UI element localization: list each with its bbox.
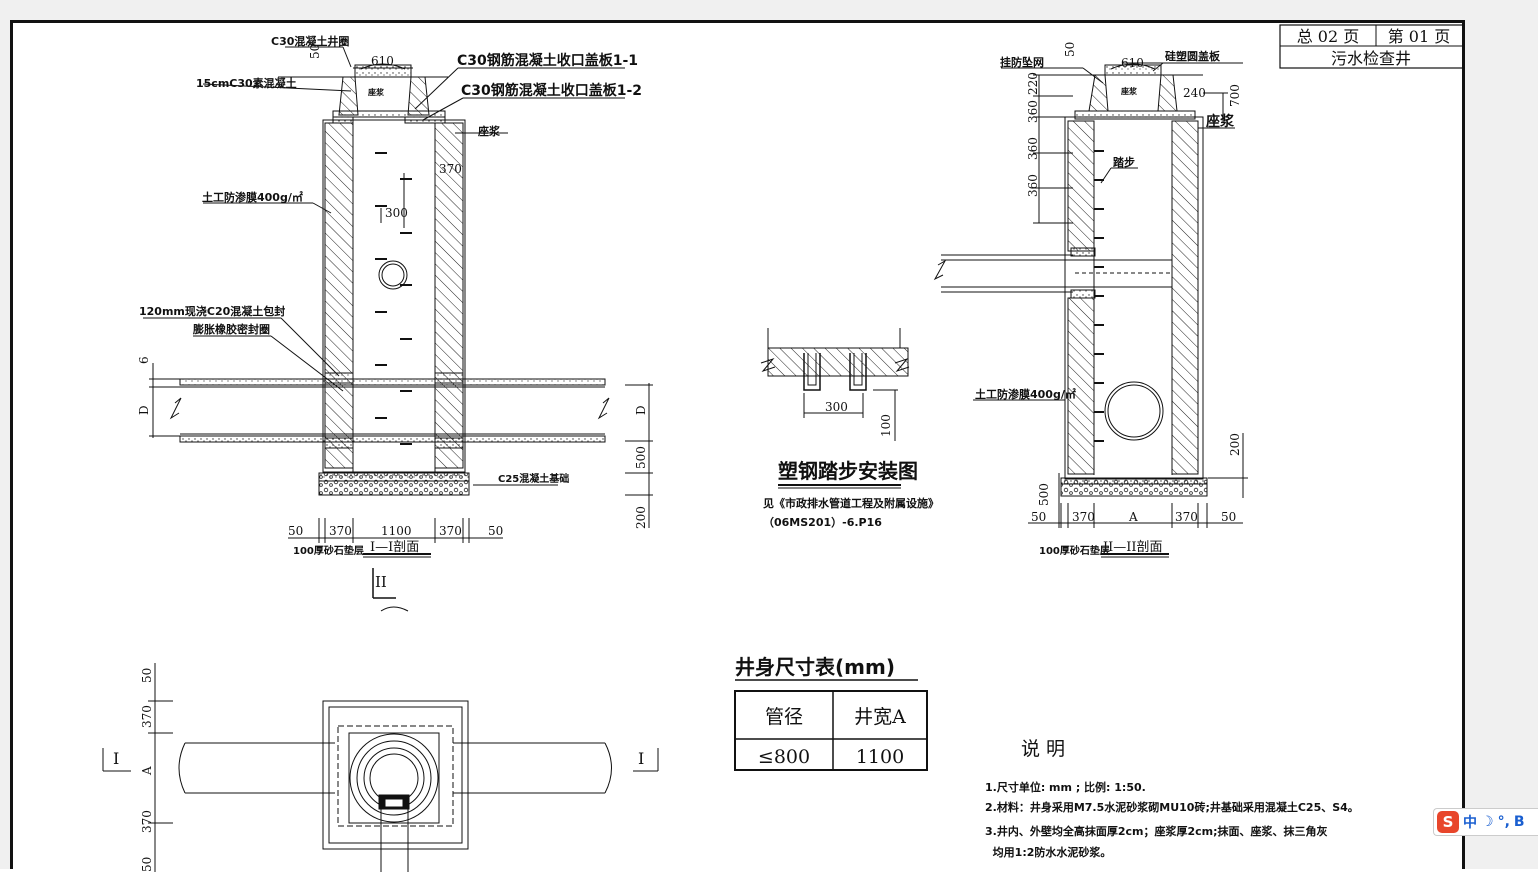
label-gravel: 100厚砂石垫层 <box>293 544 364 557</box>
step-dim-300: 300 <box>825 400 848 414</box>
dim-370-left: 370 <box>329 524 352 538</box>
label-cover: 硅塑圆盖板 <box>1165 49 1221 63</box>
size-table-cell-width: 1100 <box>856 746 904 768</box>
note-3: 3.井内、外壁均全高抹面厚2cm；座浆厚2cm;抹面、座浆、抹三角灰 <box>985 824 1328 838</box>
size-table-cell-pipe: ≤800 <box>758 746 810 768</box>
ime-language-toggle[interactable]: 中 <box>1463 815 1477 831</box>
dim-50-left: 50 <box>288 524 303 538</box>
size-table-header-pipe: 管径 <box>765 706 803 728</box>
dim2-50-right: 50 <box>1221 510 1236 524</box>
caption-section-1-1: I—I剖面 <box>370 540 419 555</box>
step-detail-title: 塑钢踏步安装图 <box>778 459 918 483</box>
label-seat-small-2: 座浆 <box>1120 86 1138 96</box>
page-number: 第 01 页 <box>1388 27 1451 46</box>
dim2-700: 700 <box>1228 84 1242 107</box>
dim-6: 6 <box>137 356 151 364</box>
section-1-1 <box>143 46 653 612</box>
notes: 说 明 1.尺寸单位: mm ; 比例: 1:50. 2.材料：井身采用M7.5… <box>985 738 1359 859</box>
dim-500: 500 <box>634 446 648 469</box>
dim2-220: 220 <box>1026 72 1040 95</box>
section-2-2 <box>933 62 1248 558</box>
label-step: 踏步 <box>1113 155 1135 169</box>
ime-punctuation-toggle[interactable]: °, <box>1497 814 1510 830</box>
dim-50-right: 50 <box>488 524 503 538</box>
plan-dim-50-top: 50 <box>140 668 154 683</box>
size-table: 井身尺寸表(mm) 管径 井宽A ≤800 1100 <box>734 655 928 771</box>
step-detail <box>760 328 910 489</box>
note-4: 均用1:2防水水泥砂浆。 <box>985 845 1111 859</box>
section-1-1-labels: C30混凝土井圈 15cmC30素混凝土 座浆 C30钢筋混凝土收口盖板1-1 … <box>137 34 648 591</box>
step-detail-ref-1: 见《市政排水管道工程及附属设施》 <box>763 496 939 510</box>
label-base: C25混凝土基础 <box>498 472 569 485</box>
dim2-610: 610 <box>1121 56 1144 70</box>
plan-marker-left: I <box>113 749 119 768</box>
dim2-370-left: 370 <box>1072 510 1095 524</box>
drawing-sheet: 总 02 页 第 01 页 污水检查井 <box>10 20 1465 872</box>
label-geomembrane: 土工防渗膜400g/㎡ <box>202 190 303 204</box>
plan-dim-370-top: 370 <box>140 705 154 728</box>
marker-ii: II <box>375 573 387 591</box>
label-encase: 120mm现浇C20混凝土包封 <box>139 304 285 318</box>
dim-d-left: D <box>137 405 151 415</box>
plan-dim-50-bottom: 50 <box>140 857 154 872</box>
title-block: 总 02 页 第 01 页 污水检查井 <box>1279 24 1462 69</box>
drawing-name: 污水检查井 <box>1331 49 1411 68</box>
dim-200: 200 <box>634 506 648 529</box>
ime-extra-icon[interactable]: B <box>1513 814 1525 830</box>
label-sealing-ring: 膨胀橡胶密封圈 <box>192 322 270 336</box>
label-seat-small: 座浆 <box>367 87 385 97</box>
dim-50-top: 50 <box>308 44 322 59</box>
notes-heading: 说 明 <box>1021 738 1065 760</box>
label-cover-1-2: C30钢筋混凝土收口盖板1-2 <box>461 82 642 99</box>
label-mortar: 座浆 <box>477 124 501 138</box>
dim2-360-a: 360 <box>1026 100 1040 123</box>
dim2-360-b: 360 <box>1026 137 1040 160</box>
label-gravel-2: 100厚砂石垫层 <box>1039 544 1110 557</box>
size-table-header-width: 井宽A <box>854 706 906 728</box>
total-pages: 总 02 页 <box>1297 27 1360 46</box>
plan-dim-a: A <box>140 766 154 776</box>
ime-toolbar[interactable]: S 中 ☽ °, B <box>1433 808 1538 836</box>
step-dim-100: 100 <box>879 414 893 437</box>
note-1: 1.尺寸单位: mm ; 比例: 1:50. <box>985 780 1146 794</box>
dim2-50-left: 50 <box>1031 510 1046 524</box>
ime-moon-icon[interactable]: ☽ <box>1481 814 1494 830</box>
dim-1100: 1100 <box>381 524 412 538</box>
caption-section-2-2: II—II剖面 <box>1103 540 1163 555</box>
dim2-240: 240 <box>1183 86 1206 100</box>
label-cover-1-1: C30钢筋混凝土收口盖板1-1 <box>457 52 638 69</box>
dim2-500: 500 <box>1037 483 1051 506</box>
label-mortar-2: 座浆 <box>1206 113 1235 130</box>
size-table-title: 井身尺寸表(mm) <box>735 655 895 679</box>
sogou-logo-icon[interactable]: S <box>1437 811 1459 833</box>
plan-view <box>102 663 659 872</box>
dim-370-wall: 370 <box>439 162 462 176</box>
label-net: 挂防坠网 <box>1000 55 1044 69</box>
plan-view-labels: I I 50 370 A 370 50 <box>113 668 644 872</box>
label-c30-ring: C30混凝土井圈 <box>271 34 349 48</box>
dim-300: 300 <box>385 206 408 220</box>
dim-610: 610 <box>371 54 394 68</box>
label-geomembrane-2: 土工防渗膜400g/㎡ <box>975 387 1076 401</box>
dim-370-right: 370 <box>439 524 462 538</box>
plan-marker-right: I <box>638 749 644 768</box>
dim-d-right: D <box>634 405 648 415</box>
plan-dim-370-bottom: 370 <box>140 810 154 833</box>
dim2-a: A <box>1128 510 1138 524</box>
dim2-370-right: 370 <box>1175 510 1198 524</box>
cad-drawing: 总 02 页 第 01 页 污水检查井 <box>102 24 1462 872</box>
step-detail-labels: 300 100 塑钢踏步安装图 见《市政排水管道工程及附属设施》 （06MS20… <box>763 400 939 529</box>
label-plain-concrete: 15cmC30素混凝土 <box>196 76 297 90</box>
dim2-50: 50 <box>1063 42 1077 57</box>
dim2-360-c: 360 <box>1026 174 1040 197</box>
note-2: 2.材料：井身采用M7.5水泥砂浆砌MU10砖;井基础采用混凝土C25、S4。 <box>985 800 1359 814</box>
step-detail-ref-2: （06MS201）-6.P16 <box>763 516 882 529</box>
section-2-2-labels: 挂防坠网 硅塑圆盖板 座浆 座浆 踏步 土工防渗膜400g/㎡ 100厚砂石垫层… <box>975 42 1242 557</box>
dim2-200: 200 <box>1228 433 1242 456</box>
